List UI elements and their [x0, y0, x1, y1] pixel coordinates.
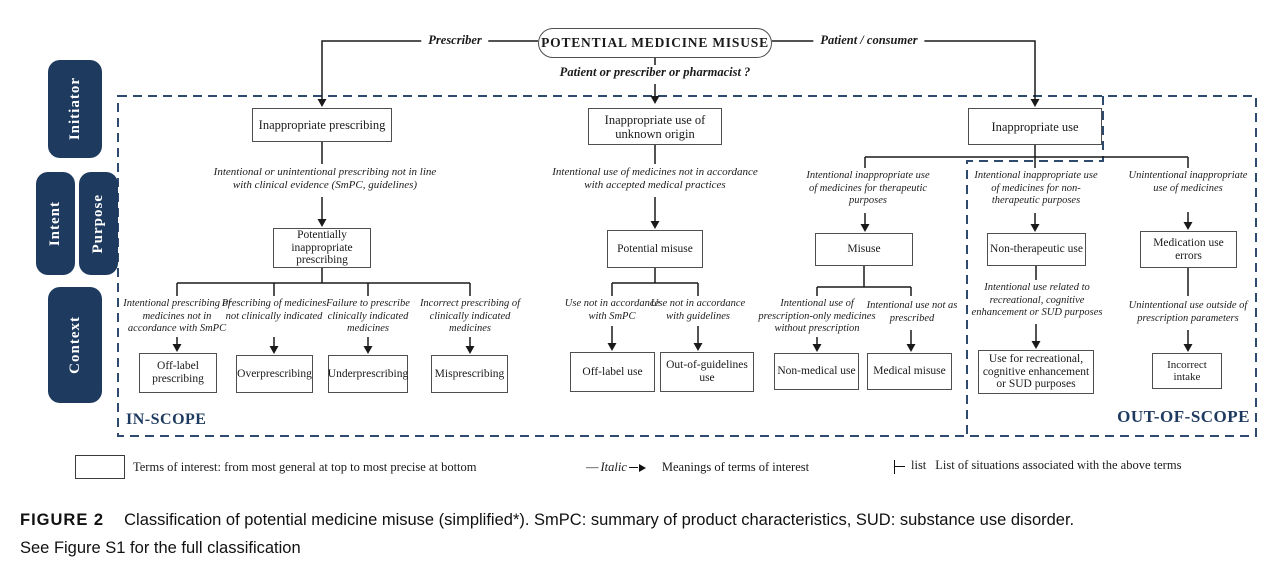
meaning-misprescribing: Incorrect prescribing of clinically indi…: [419, 298, 521, 335]
node-recreational-sud-use: Use for recreational, cognitive enhancem…: [978, 350, 1094, 394]
level-tab-purpose: Purpose: [79, 172, 118, 275]
legend-italic-word: Italic: [600, 460, 627, 474]
node-misuse: Misuse: [815, 233, 913, 266]
meaning-incorrect-intake: Unintentional use outside of prescriptio…: [1128, 300, 1248, 324]
node-inappropriate-prescribing: Inappropriate prescribing: [252, 108, 392, 142]
legend-italic-meaning: — Italic Meanings of terms of interest: [586, 460, 809, 475]
legend-list-glyph-icon: [894, 459, 907, 474]
legend-arrow-icon: [638, 463, 646, 472]
meaning-non-therapeutic-purposes: Intentional inappropriate use of medicin…: [974, 170, 1098, 207]
legend-term-box-icon: [75, 455, 125, 479]
node-incorrect-intake: Incorrect intake: [1152, 353, 1222, 389]
node-non-therapeutic-use: Non-therapeutic use: [987, 233, 1086, 266]
branch-label-prescriber: Prescriber: [421, 33, 489, 48]
level-tab-context-label: Context: [66, 316, 83, 374]
node-non-medical-use: Non-medical use: [774, 353, 859, 390]
meaning-therapeutic-purposes: Intentional inappropriate use of medicin…: [806, 170, 930, 207]
node-off-label-prescribing: Off-label prescribing: [139, 353, 217, 393]
meaning-inappropriate-prescribing: Intentional or unintentional prescribing…: [213, 166, 437, 192]
legend-list-label: List of situations associated with the a…: [935, 458, 1182, 472]
figure-caption-line2: See Figure S1 for the full classificatio…: [20, 539, 301, 558]
legend-terms-of-interest: Terms of interest: from most general at …: [133, 460, 477, 475]
meaning-off-label-prescribing: Intentional prescribing of medicines not…: [123, 298, 231, 335]
node-out-of-guidelines-use: Out-of-guidelines use: [660, 352, 754, 392]
node-underprescribing: Underprescribing: [328, 355, 408, 393]
in-scope-label: IN-SCOPE: [126, 411, 207, 428]
figure-caption-tag: FIGURE 2: [20, 511, 105, 529]
level-tab-context: Context: [48, 287, 102, 403]
legend-list-word: list: [911, 458, 927, 472]
branch-label-patient-consumer: Patient / consumer: [813, 33, 925, 48]
level-tab-initiator: Initiator: [48, 60, 102, 158]
meaning-off-label-use: Use not in accordance with SmPC: [564, 298, 660, 322]
meaning-unintentional-use: Unintentional inappropriate use of medic…: [1128, 170, 1248, 194]
level-tab-intent: Intent: [36, 172, 75, 275]
level-tab-initiator-label: Initiator: [66, 77, 83, 141]
meaning-recreational-use: Intentional use related to recreational,…: [971, 282, 1103, 319]
legend-dash-glyph: —: [586, 460, 599, 474]
level-tab-purpose-label: Purpose: [90, 193, 106, 254]
node-potentially-inappropriate-prescribing: Potentially inappropriate prescribing: [273, 228, 371, 268]
meaning-out-of-guidelines-use: Use not in accordance with guidelines: [650, 298, 746, 322]
node-off-label-use: Off-label use: [570, 352, 655, 392]
node-overprescribing: Overprescribing: [236, 355, 313, 393]
legend-arrow-line-icon: [628, 467, 638, 468]
meaning-underprescribing: Failure to prescribe clinically indicate…: [326, 298, 410, 335]
out-of-scope-label: OUT-OF-SCOPE: [1117, 407, 1250, 426]
meaning-unknown-origin: Intentional use of medicines not in acco…: [552, 166, 758, 192]
meaning-overprescribing: Prescribing of medicines not clinically …: [221, 298, 327, 322]
figure-caption-line1: Classification of potential medicine mis…: [124, 511, 1075, 529]
legend-italic-label: Meanings of terms of interest: [661, 460, 810, 474]
legend-list-item: list List of situations associated with …: [894, 458, 1182, 474]
meaning-non-medical-use: Intentional use of prescription-only med…: [758, 298, 876, 335]
node-potential-misuse: Potential misuse: [607, 230, 703, 268]
node-misprescribing: Misprescribing: [431, 355, 508, 393]
legend-terms-label: Terms of interest: from most general at …: [133, 460, 477, 474]
root-question: Patient or prescriber or pharmacist ?: [552, 65, 758, 80]
node-inappropriate-use-unknown-origin: Inappropriate use of unknown origin: [588, 108, 722, 145]
node-medication-use-errors: Medication use errors: [1140, 231, 1237, 268]
node-inappropriate-use: Inappropriate use: [968, 108, 1102, 145]
node-medical-misuse: Medical misuse: [867, 353, 952, 390]
level-tab-intent-label: Intent: [47, 200, 63, 247]
root-node-potential-medicine-misuse: POTENTIAL MEDICINE MISUSE: [538, 28, 772, 58]
figure-caption: FIGURE 2 Classification of potential medi…: [20, 506, 1264, 562]
meaning-medical-misuse: Intentional use not as prescribed: [866, 300, 958, 324]
